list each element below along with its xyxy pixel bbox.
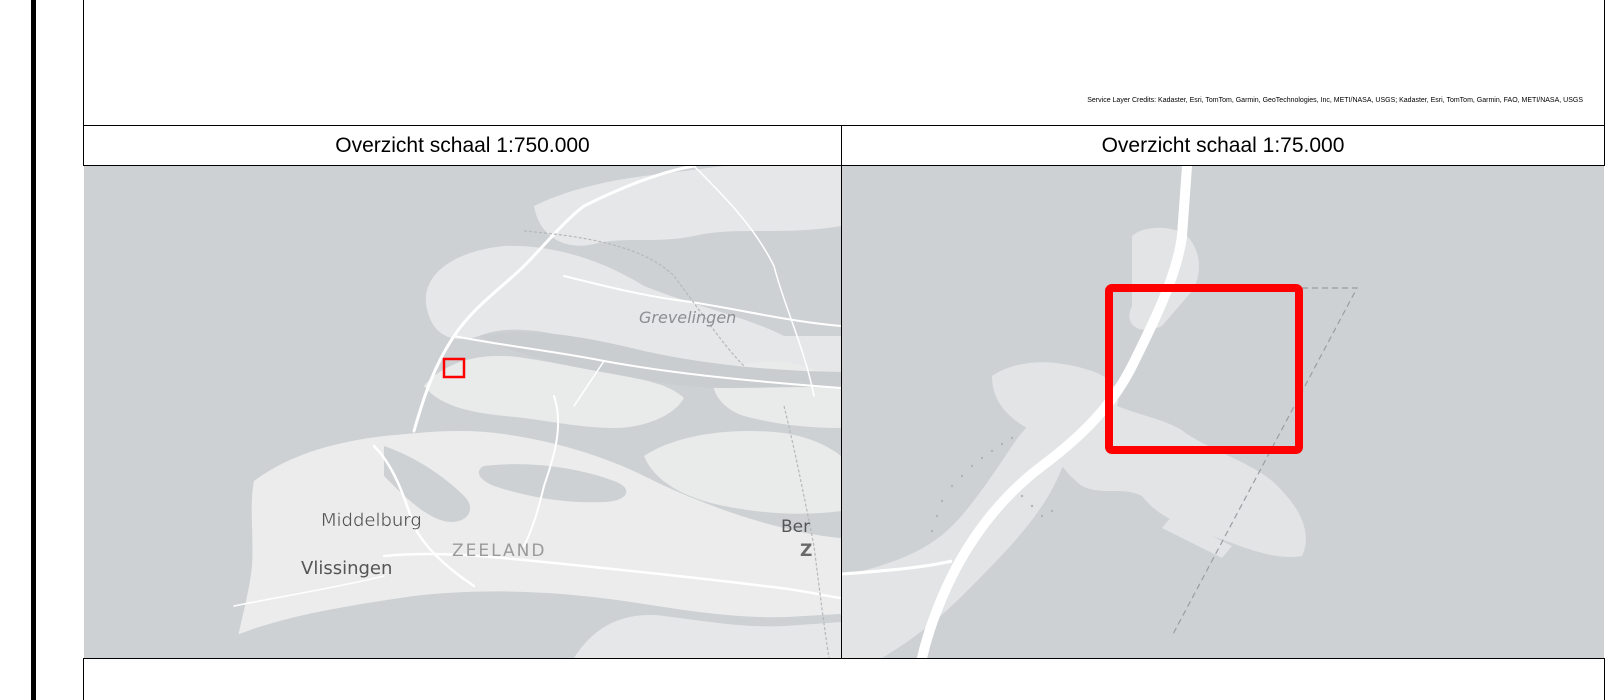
- service-layer-credits: Service Layer Credits: Kadaster, Esri, T…: [1087, 97, 1583, 104]
- land-harbour: [992, 362, 1306, 557]
- study-area-rectangle: [1105, 284, 1303, 454]
- label-zeeland: ZEELAND: [452, 541, 546, 561]
- water-veerse-meer: [478, 464, 627, 503]
- land-north-strip: [534, 166, 841, 246]
- locator-square: [442, 357, 466, 379]
- panel-header-row: Overzicht schaal 1:750.000 Overzicht sch…: [83, 126, 1605, 166]
- label-bergen-z: Z: [800, 541, 812, 561]
- overview-map-75000[interactable]: [842, 166, 1604, 658]
- vegetation-dots: [930, 436, 1054, 533]
- boundary-dashed: [1171, 287, 1358, 637]
- overview-title-left: Overzicht schaal 1:750.000: [84, 126, 842, 165]
- overview-title-right: Overzicht schaal 1:75.000: [1101, 134, 1345, 157]
- water-grevelingen: [479, 331, 841, 388]
- road-main: [917, 166, 1192, 658]
- land-pier-c: [1162, 516, 1232, 558]
- map-divider: [841, 166, 842, 658]
- land-zeeuws-vlaanderen: [574, 615, 841, 658]
- railway: [523, 230, 830, 658]
- land-schouwen: [424, 355, 684, 428]
- bottom-frame: [83, 658, 1605, 700]
- label-vlissingen: Vlissingen: [301, 558, 392, 579]
- water-oosterschelde: [384, 446, 471, 522]
- land-coast-southwest: [842, 412, 1072, 658]
- road-network: [233, 166, 841, 607]
- land-east-islands: [644, 431, 841, 514]
- label-grevelingen: Grevelingen: [639, 308, 736, 327]
- label-middelburg: Middelburg: [321, 510, 422, 531]
- land-goeree: [425, 245, 841, 376]
- overview-map-750000[interactable]: Grevelingen Middelburg ZEELAND Vlissinge…: [84, 166, 841, 658]
- land-pier-b: [1132, 466, 1202, 511]
- top-frame: [83, 0, 1605, 126]
- road-side: [842, 559, 953, 576]
- left-margin-bar: [31, 0, 36, 700]
- label-bergen: Ber: [781, 517, 810, 537]
